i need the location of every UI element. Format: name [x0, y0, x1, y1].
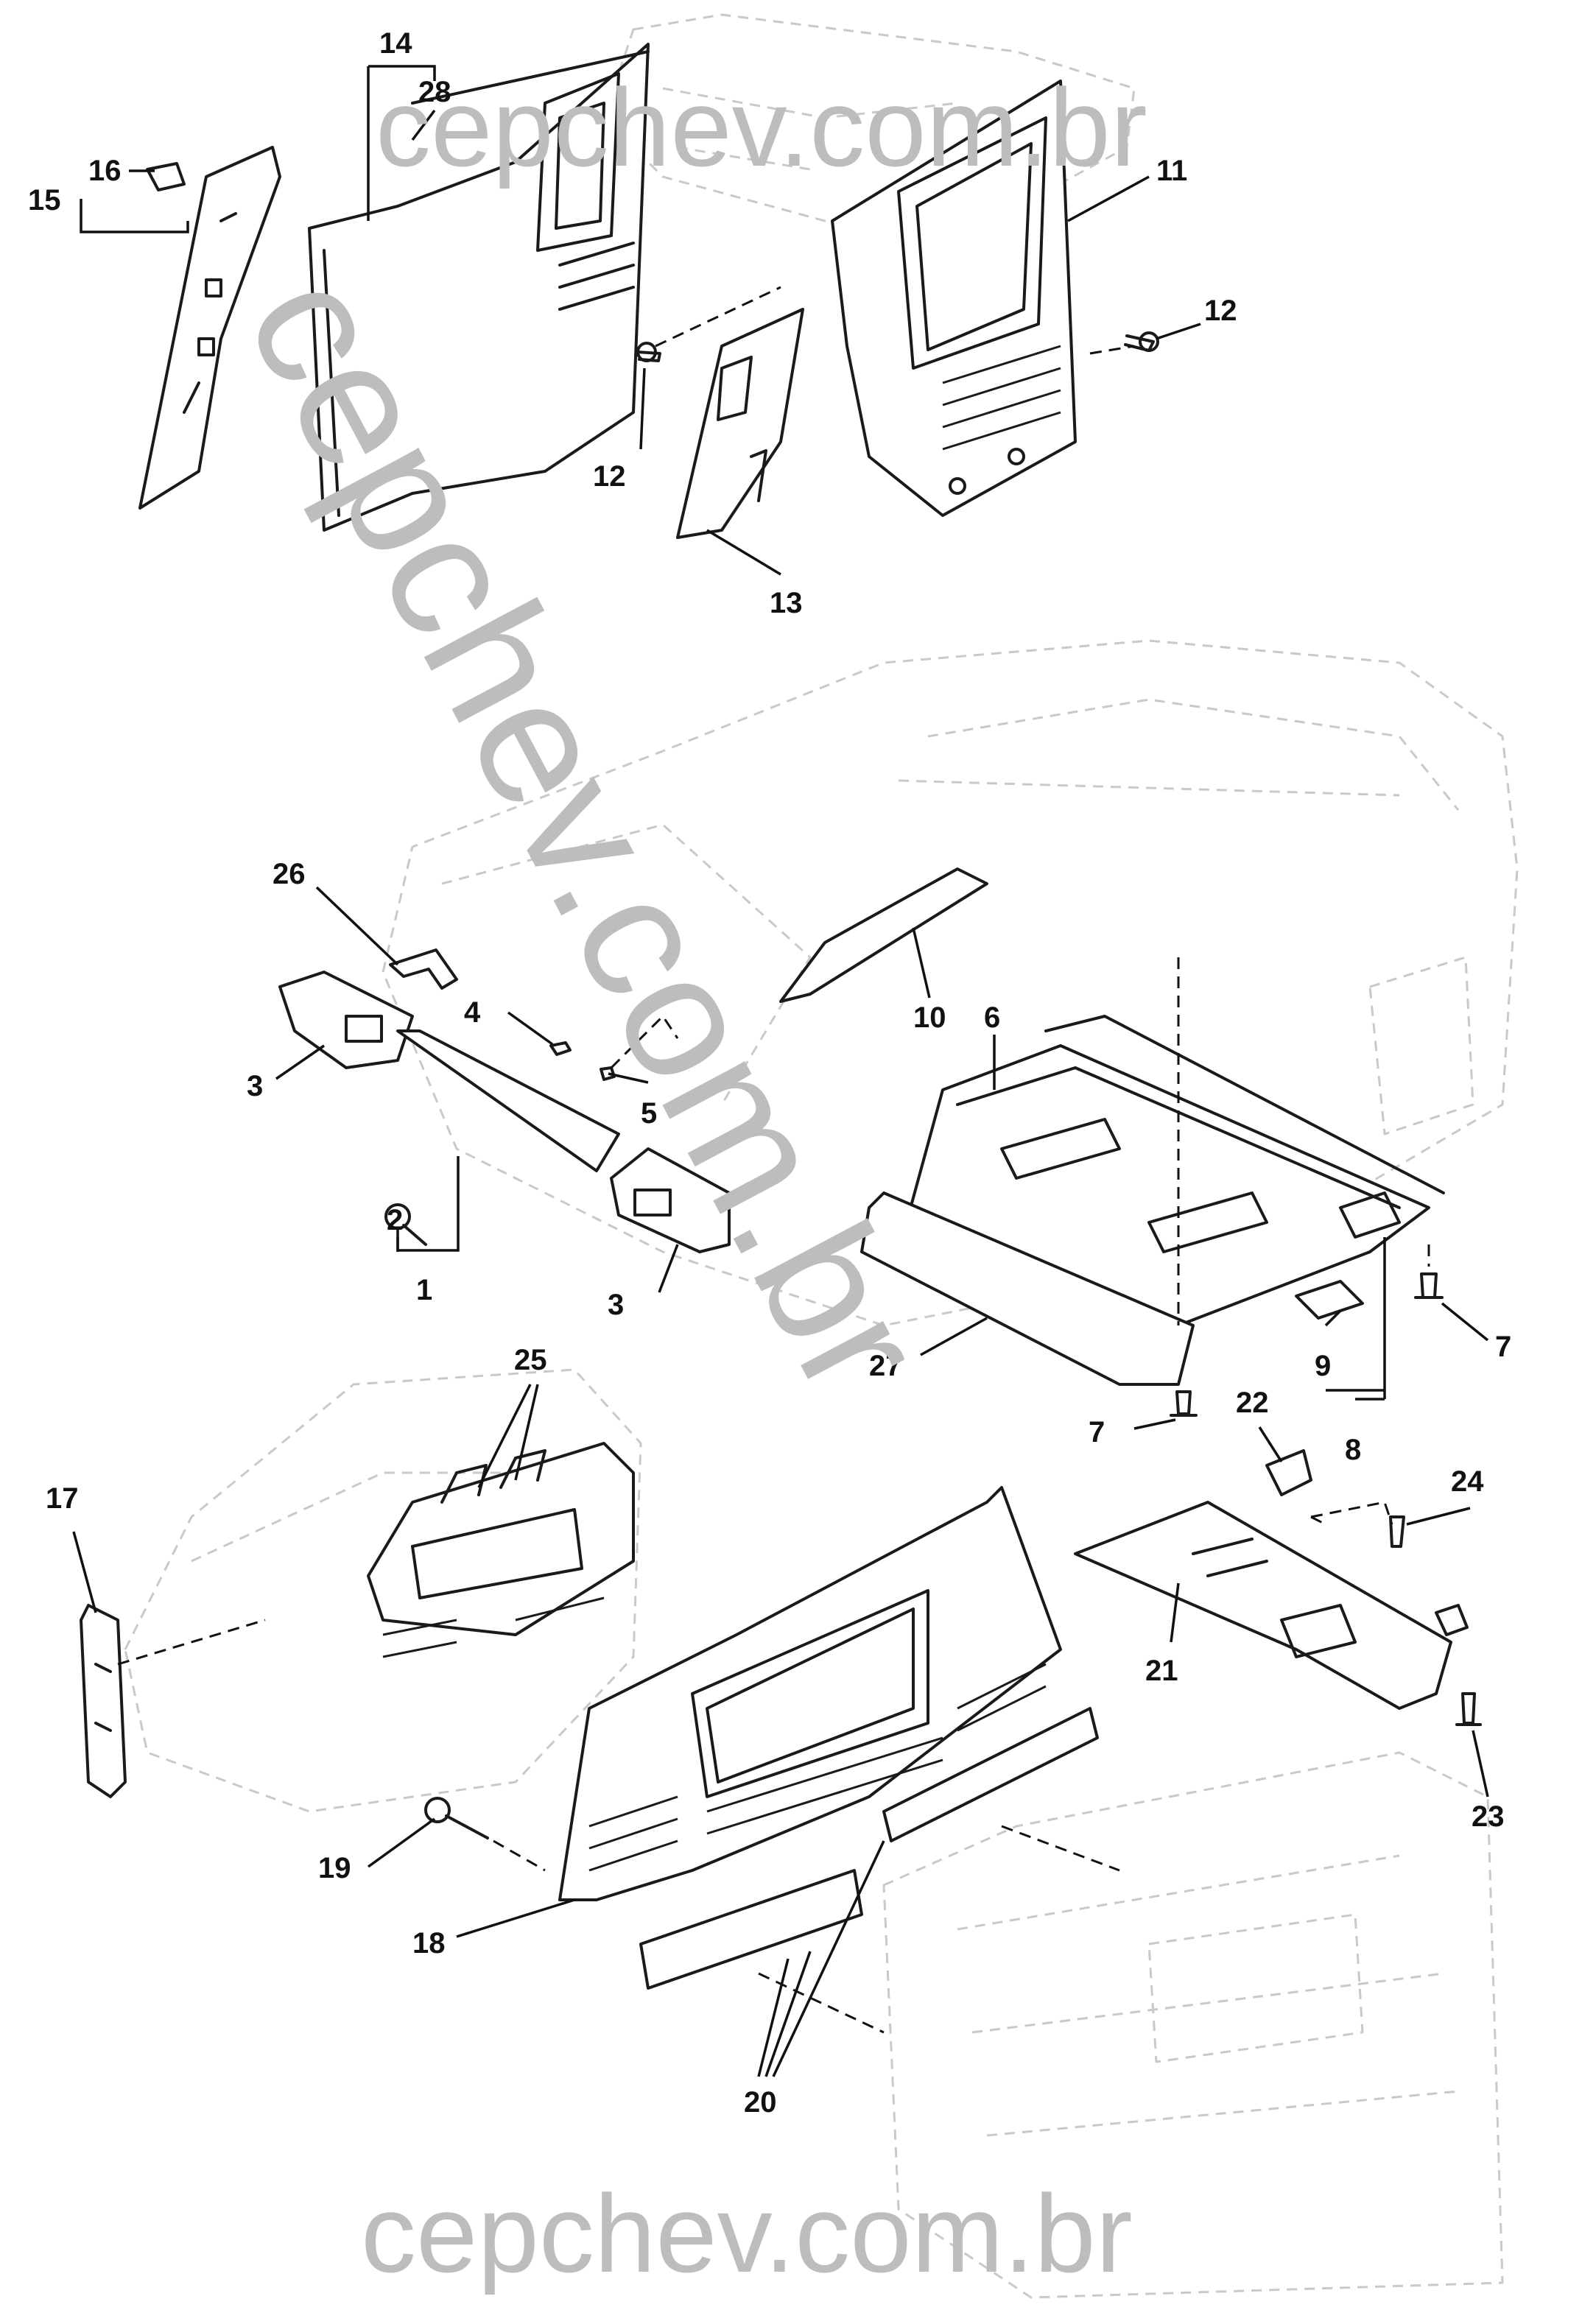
part-9-pad	[1295, 1280, 1364, 1320]
callout-labels: 14 28 16 15 11 12 12 13 26 4 3 5 10 6 2 …	[28, 27, 1511, 2119]
part-1-crossbar	[396, 1029, 620, 1172]
watermark-top: cepchev.com.br	[376, 66, 1147, 189]
callout-12-left: 12	[593, 460, 626, 493]
callout-7-left: 7	[1089, 1416, 1105, 1448]
callout-19: 19	[318, 1852, 351, 1884]
part-12-fastener-right	[1124, 331, 1159, 352]
callout-24: 24	[1451, 1465, 1484, 1498]
callout-22: 22	[1236, 1387, 1269, 1419]
part-17-bracket	[80, 1604, 127, 1798]
callout-2: 2	[387, 1204, 403, 1236]
callout-4: 4	[464, 996, 481, 1029]
callout-15: 15	[28, 184, 61, 216]
part-12-fastener-left	[636, 342, 661, 362]
ghost-vehicle-lower-left	[124, 1368, 642, 1813]
callout-7-right: 7	[1495, 1331, 1511, 1363]
part-20-panel-inserts	[639, 1707, 1099, 1990]
part-22-latch	[1265, 1449, 1312, 1496]
part-2-screw	[384, 1203, 427, 1246]
part-11-rear-side-panel	[831, 80, 1077, 517]
callout-26: 26	[273, 858, 306, 890]
part-18-rear-panel	[558, 1486, 1062, 1901]
callout-11: 11	[1156, 155, 1187, 187]
callout-3-left: 3	[247, 1070, 263, 1102]
part-27-sill-strip	[860, 1191, 1195, 1386]
part-19-screw	[424, 1797, 489, 1839]
ghost-vehicle-middle	[382, 639, 1519, 1327]
part-4-spring	[549, 1041, 572, 1056]
part-hinge-bracket	[1435, 1604, 1469, 1636]
part-25-inner-panel	[367, 1442, 635, 1658]
part-15-pillar-trim	[138, 146, 281, 510]
watermark-bottom: cepchev.com.br	[361, 2172, 1133, 2295]
part-7-screw-left	[1170, 1390, 1198, 1417]
callout-18: 18	[412, 1927, 446, 1959]
ghost-vehicle-upper	[602, 13, 1136, 222]
part-3-bracket-right	[610, 1147, 731, 1253]
callout-21: 21	[1145, 1655, 1178, 1687]
callout-17: 17	[46, 1482, 79, 1515]
part-5-clip	[600, 1066, 616, 1081]
callout-28: 28	[418, 76, 451, 108]
part-23-screw	[1455, 1692, 1482, 1726]
callout-12-right: 12	[1204, 295, 1237, 327]
part-14-28-side-panel	[308, 43, 650, 532]
callout-5: 5	[641, 1097, 657, 1130]
callout-13: 13	[770, 587, 803, 619]
part-21-floor-board	[1074, 1501, 1452, 1710]
part-16-clip	[146, 162, 186, 191]
callout-25: 25	[514, 1344, 547, 1376]
callout-23: 23	[1472, 1800, 1505, 1833]
callout-20: 20	[744, 2086, 777, 2119]
callout-27: 27	[869, 1350, 902, 1382]
leader-lines	[72, 65, 1489, 2077]
callout-8: 8	[1345, 1434, 1361, 1466]
part-24-screw	[1389, 1515, 1405, 1548]
callout-9: 9	[1315, 1350, 1331, 1382]
part-26-clip	[389, 948, 458, 990]
callout-10: 10	[913, 1001, 946, 1034]
callout-16: 16	[88, 155, 122, 187]
callout-14: 14	[379, 27, 412, 60]
callout-6: 6	[984, 1001, 1000, 1034]
part-13-panel-insert	[676, 308, 804, 539]
part-10-trim-strip	[779, 867, 988, 1003]
ghost-vehicle-lower-right	[882, 1751, 1504, 2299]
part-3-bracket-left	[278, 971, 414, 1069]
callout-3-right: 3	[608, 1289, 624, 1321]
part-7-screw-right	[1414, 1272, 1444, 1299]
callout-1: 1	[416, 1274, 432, 1306]
